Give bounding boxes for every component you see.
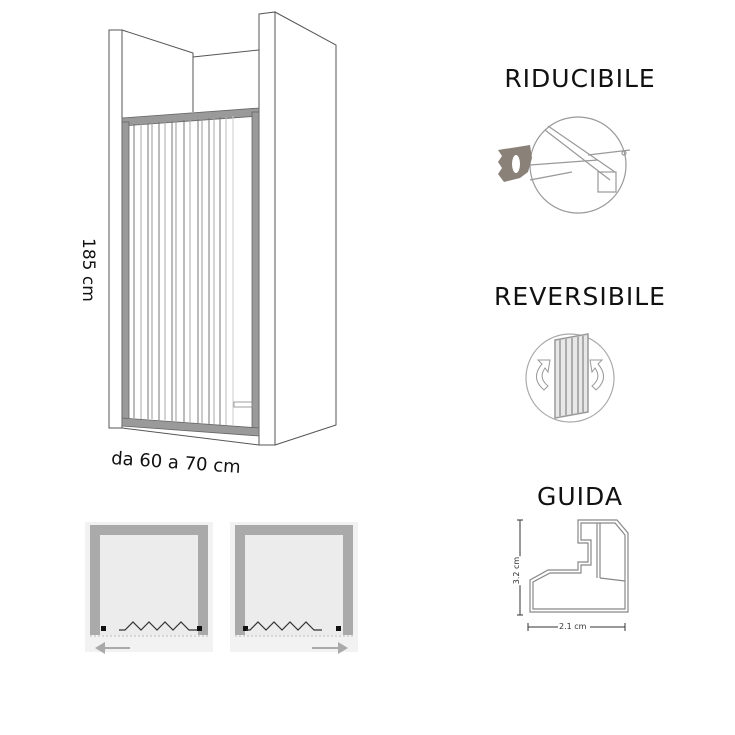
height-dimension-label: 185 cm <box>78 238 98 302</box>
guide-width-label: 2.1 cm <box>559 622 587 631</box>
opening-diagram-right <box>230 522 358 654</box>
arrow-right-icon <box>312 642 348 654</box>
guide-profile-section-icon <box>517 519 629 631</box>
feature-title-guida: GUIDA <box>537 482 623 511</box>
feature-title-reversibile: REVERSIBILE <box>494 282 666 311</box>
guide-height-label: 3.2 cm <box>512 555 522 586</box>
saw-cutting-profile-icon <box>498 116 631 214</box>
arrow-left-icon <box>95 642 130 654</box>
opening-diagram-left <box>85 522 213 654</box>
feature-title-riducibile: RIDUCIBILE <box>504 64 656 93</box>
reversible-door-icon <box>525 333 615 423</box>
